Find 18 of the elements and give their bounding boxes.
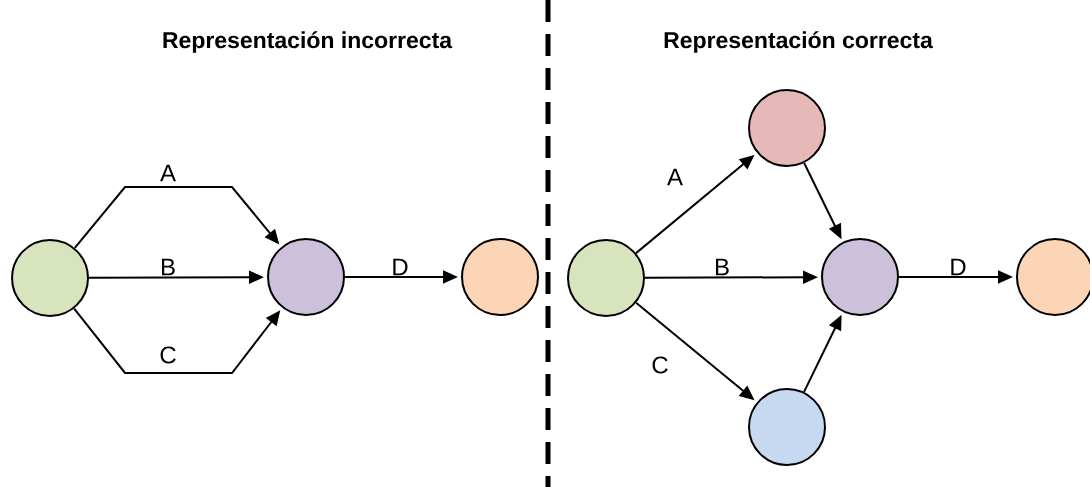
- edge-label: B: [162, 258, 175, 276]
- circle-node: [11, 239, 89, 317]
- circle-node: [748, 388, 826, 466]
- panel-title: Representación incorrecta: [163, 31, 453, 53]
- edge-label: B: [716, 258, 729, 276]
- edge-label: D: [393, 258, 408, 276]
- circle-node: [567, 239, 645, 317]
- edge-label: C: [652, 356, 668, 374]
- edge-label: C: [160, 346, 176, 364]
- circle-node: [1016, 238, 1090, 316]
- circle-node: [461, 238, 539, 316]
- panel-title: Representación correcta: [664, 31, 933, 53]
- circle-node: [267, 238, 345, 316]
- edge-label: D: [951, 258, 966, 276]
- circle-node: [748, 89, 826, 167]
- edge-label: A: [160, 164, 176, 182]
- circle-node: [821, 238, 899, 316]
- edge-label: A: [667, 168, 683, 186]
